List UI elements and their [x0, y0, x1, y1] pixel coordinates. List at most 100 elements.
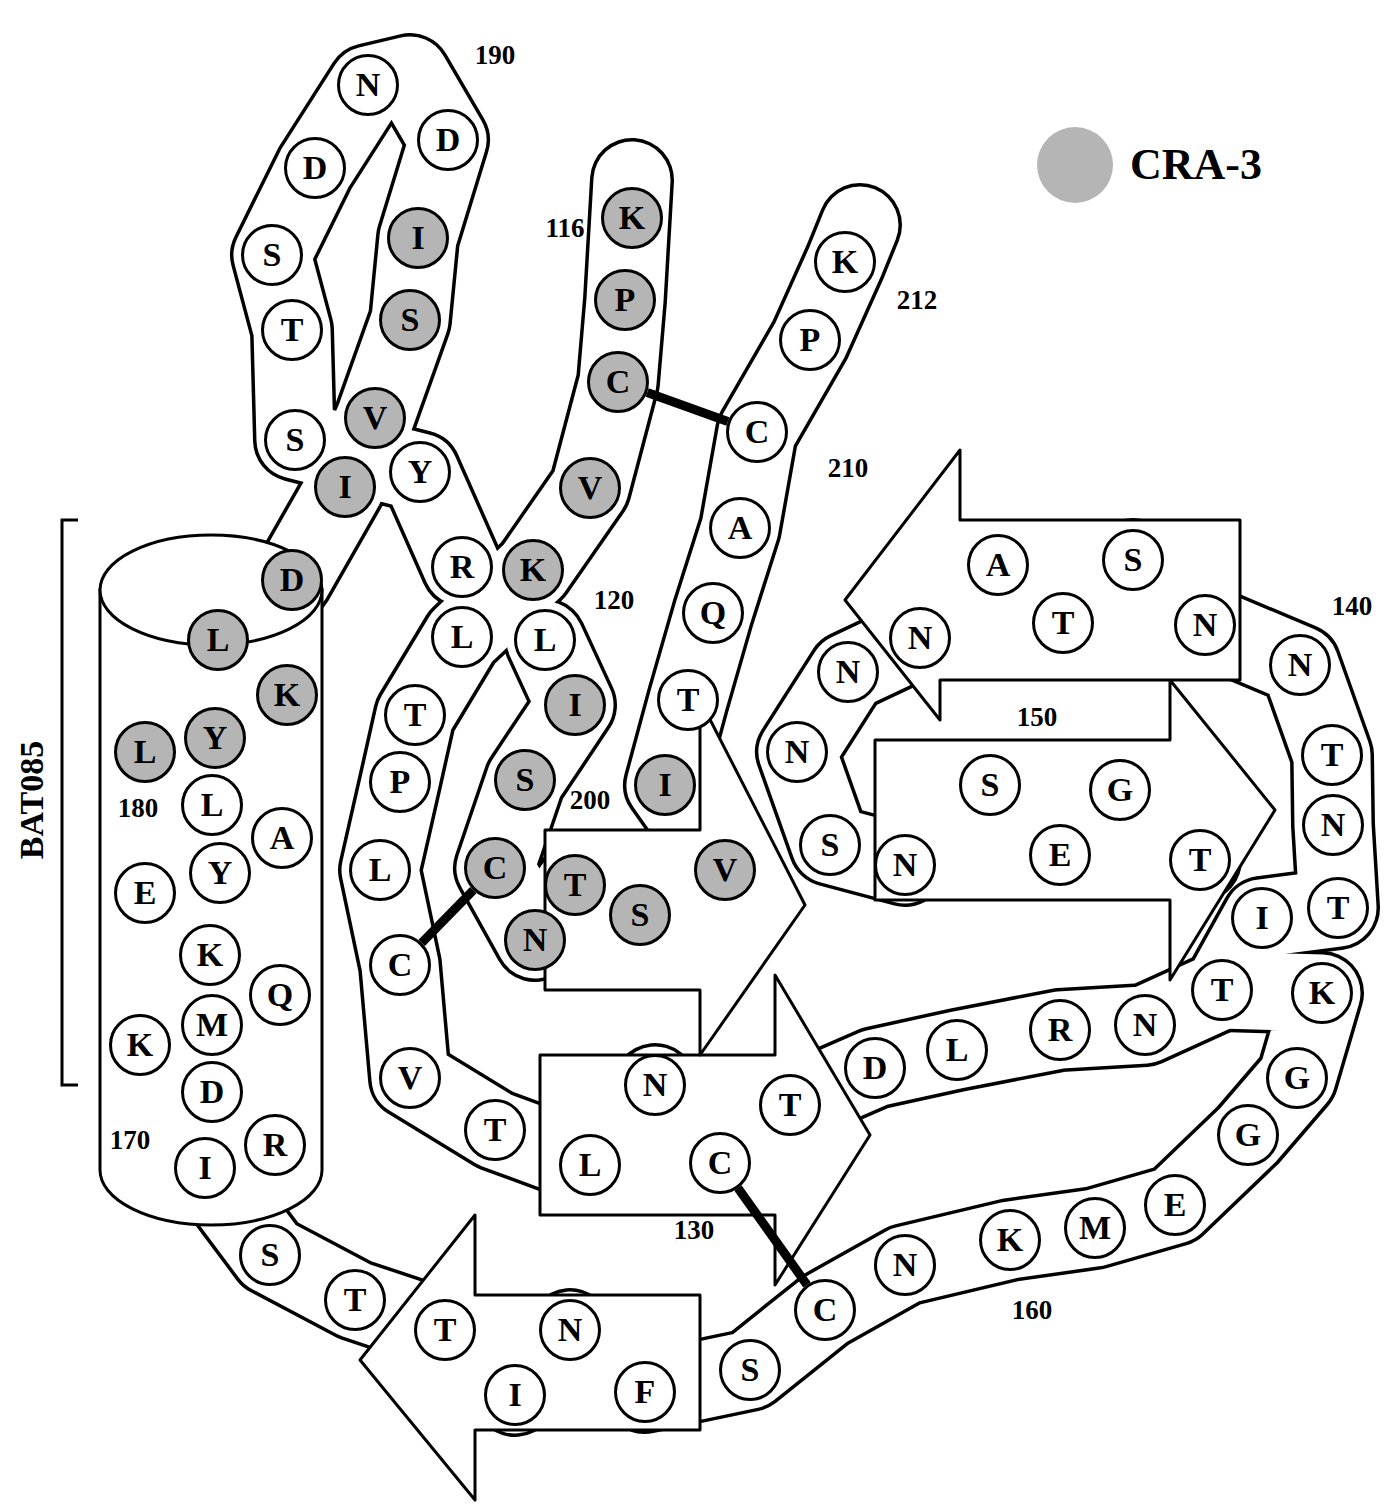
- residue-letter: D: [436, 123, 461, 157]
- residue-letter: N: [558, 1313, 583, 1347]
- residue-letter: S: [821, 828, 840, 862]
- residue-circle: L: [181, 774, 243, 836]
- residue-circle: L: [926, 1019, 988, 1081]
- residue-letter: I: [411, 221, 424, 255]
- residue-letter: A: [986, 548, 1011, 582]
- residue-circle: T: [1307, 877, 1369, 939]
- residue-circle: G: [1266, 1047, 1328, 1109]
- residue-letter: Y: [208, 856, 233, 890]
- residue-letter: S: [401, 303, 420, 337]
- residue-circle: S: [239, 1224, 301, 1286]
- legend-text: CRA-3: [1130, 143, 1262, 187]
- residue-letter: K: [274, 678, 300, 712]
- residue-letter: D: [303, 151, 328, 185]
- residue-circle: E: [1029, 824, 1091, 886]
- residue-number: 210: [828, 455, 869, 482]
- residue-letter: N: [1321, 808, 1346, 842]
- residue-letter: C: [606, 365, 631, 399]
- residue-circle: V: [344, 387, 406, 449]
- residue-circle: V: [379, 1047, 441, 1109]
- residue-circle: S: [241, 224, 303, 286]
- disulfide-bond: [647, 392, 728, 421]
- residue-letter: S: [263, 238, 282, 272]
- residue-circle: V: [559, 457, 621, 519]
- residue-circle: N: [874, 1234, 936, 1296]
- residue-circle: N: [874, 834, 936, 896]
- residue-letter: Q: [267, 978, 293, 1012]
- residue-circle: I: [314, 456, 376, 518]
- residue-circle: F: [614, 1361, 676, 1423]
- residue-letter: D: [280, 563, 305, 597]
- residue-letter: T: [1211, 973, 1234, 1007]
- residue-letter: K: [619, 201, 645, 235]
- residue-letter: S: [631, 898, 650, 932]
- residue-circle: T: [261, 299, 323, 361]
- residue-letter: N: [523, 923, 548, 957]
- residue-letter: N: [836, 655, 861, 689]
- residue-circle: C: [726, 401, 788, 463]
- residue-circle: L: [514, 609, 576, 671]
- residue-letter: S: [741, 1353, 760, 1387]
- residue-circle: I: [174, 1137, 236, 1199]
- residue-circle: C: [689, 1132, 751, 1194]
- residue-letter: T: [677, 683, 700, 717]
- residue-circle: K: [256, 664, 318, 726]
- residue-circle: Q: [249, 964, 311, 1026]
- residue-circle: E: [114, 862, 176, 924]
- residue-letter: K: [197, 938, 223, 972]
- residue-letter: I: [658, 768, 671, 802]
- residue-circle: D: [284, 137, 346, 199]
- residue-circle: Y: [389, 441, 451, 503]
- residue-circle: L: [187, 609, 249, 671]
- residue-circle: E: [1144, 1174, 1206, 1236]
- residue-letter: C: [483, 851, 508, 885]
- residue-letter: L: [451, 620, 474, 654]
- residue-letter: P: [615, 283, 636, 317]
- residue-circle: N: [1174, 594, 1236, 656]
- residue-circle: A: [967, 534, 1029, 596]
- residue-letter: K: [997, 1223, 1023, 1257]
- residue-letter: L: [946, 1033, 969, 1067]
- residue-number: 150: [1017, 704, 1058, 731]
- residue-circle: K: [1291, 962, 1353, 1024]
- residue-letter: L: [134, 735, 157, 769]
- residue-circle: T: [464, 1099, 526, 1161]
- antibody-name: BAT085: [15, 741, 49, 859]
- residue-circle: I: [634, 754, 696, 816]
- residue-circle: N: [624, 1054, 686, 1116]
- residue-letter: V: [578, 471, 603, 505]
- residue-letter: T: [1189, 843, 1212, 877]
- residue-circle: T: [544, 854, 606, 916]
- residue-circle: K: [179, 924, 241, 986]
- residue-circle: S: [799, 814, 861, 876]
- residue-circle: Y: [184, 707, 246, 769]
- residue-circle: N: [889, 607, 951, 669]
- residue-circle: S: [1102, 529, 1164, 591]
- residue-circle: V: [694, 839, 756, 901]
- residue-circle: S: [264, 409, 326, 471]
- residue-circle: Y: [189, 842, 251, 904]
- residue-number: 190: [475, 42, 516, 69]
- residue-letter: P: [800, 323, 821, 357]
- residue-number: 212: [897, 287, 938, 314]
- residue-number: 116: [545, 215, 584, 242]
- residue-circle: K: [109, 1014, 171, 1076]
- helix-cylinder: [100, 535, 322, 1225]
- residue-letter: E: [1164, 1188, 1187, 1222]
- residue-circle: T: [324, 1269, 386, 1331]
- residue-letter: T: [1052, 606, 1075, 640]
- residue-circle: I: [1231, 887, 1293, 949]
- residue-circle: T: [1301, 724, 1363, 786]
- residue-circle: S: [494, 749, 556, 811]
- residue-circle: K: [814, 231, 876, 293]
- residue-letter: T: [404, 698, 427, 732]
- residue-letter: L: [579, 1148, 602, 1182]
- residue-circle: T: [414, 1299, 476, 1361]
- residue-letter: K: [832, 245, 858, 279]
- residue-circle: N: [1114, 994, 1176, 1056]
- residue-circle: D: [181, 1061, 243, 1123]
- bracket: [62, 520, 78, 1085]
- residue-letter: T: [434, 1313, 457, 1347]
- residue-letter: K: [520, 553, 546, 587]
